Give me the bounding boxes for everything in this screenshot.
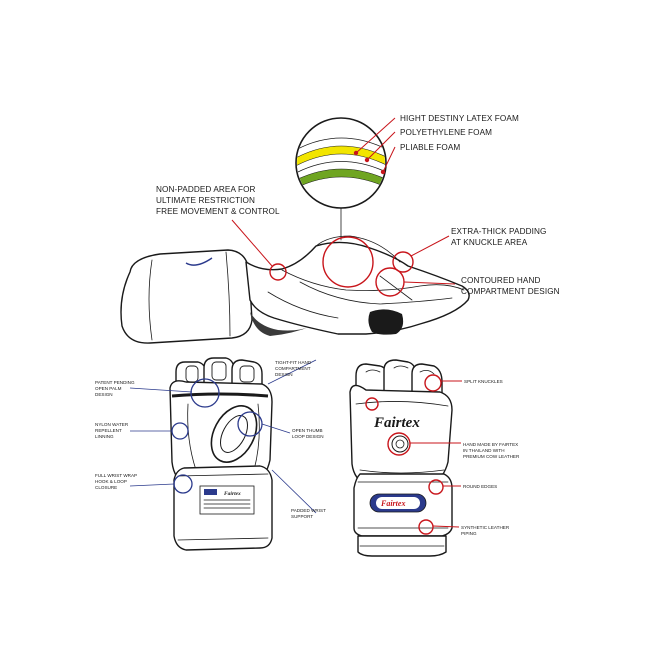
split-knuckles-label: SPLIT KNUCKLES	[464, 379, 503, 384]
wrist-badge-brand: Fairtex	[380, 499, 405, 508]
glove-palm-view: Fairtex	[170, 358, 272, 550]
svg-text:COMPARTMENT DESIGN: COMPARTMENT DESIGN	[461, 287, 560, 296]
svg-text:PIPING: PIPING	[461, 531, 477, 536]
svg-text:CLOSURE: CLOSURE	[95, 485, 117, 490]
svg-text:REPELLENT: REPELLENT	[95, 428, 122, 433]
svg-text:OPEN PALM: OPEN PALM	[95, 386, 122, 391]
handmade-label: HAND MADE BY FAIRTEX IN THAILAND WITH PR…	[463, 442, 520, 459]
svg-text:ULTIMATE RESTRICTION: ULTIMATE RESTRICTION	[156, 196, 255, 205]
svg-text:EXTRA-THICK PADDING: EXTRA-THICK PADDING	[451, 227, 546, 236]
contoured-label: CONTOURED HAND COMPARTMENT DESIGN	[461, 276, 560, 296]
svg-text:NON-PADDED AREA FOR: NON-PADDED AREA FOR	[156, 185, 256, 194]
svg-text:DESIGN: DESIGN	[95, 392, 113, 397]
open-palm-label: PATENT PENDING OPEN PALM DESIGN	[95, 380, 135, 397]
svg-text:FULL WRIST WRAP: FULL WRIST WRAP	[95, 473, 137, 478]
svg-text:HOOK & LOOP: HOOK & LOOP	[95, 479, 127, 484]
svg-text:AT KNUCKLE AREA: AT KNUCKLE AREA	[451, 238, 528, 247]
svg-text:PREMIUM COW LEATHER: PREMIUM COW LEATHER	[463, 454, 520, 459]
svg-text:CONTOURED HAND: CONTOURED HAND	[461, 276, 541, 285]
polyethylene-foam-label: POLYETHYLENE FOAM	[400, 128, 492, 137]
thumb-loop-label: OPEN THUMB LOOP DESIGN	[292, 428, 324, 439]
round-edges-label: ROUND EDGES	[463, 484, 497, 489]
svg-text:DESIGN: DESIGN	[275, 372, 293, 377]
svg-text:PADDED WRIST: PADDED WRIST	[291, 508, 326, 513]
svg-text:FREE MOVEMENT & CONTROL: FREE MOVEMENT & CONTROL	[156, 207, 280, 216]
svg-text:OPEN THUMB: OPEN THUMB	[292, 428, 323, 433]
palm-patch-brand: Fairtex	[224, 491, 241, 497]
hand-opening	[368, 309, 403, 334]
svg-text:HAND MADE BY FAIRTEX: HAND MADE BY FAIRTEX	[463, 442, 518, 447]
svg-text:SYNTHETIC LEATHER: SYNTHETIC LEATHER	[461, 525, 510, 530]
latex-foam-label: HIGHT DESTINY LATEX FOAM	[400, 114, 519, 123]
knuckle-padding-label: EXTRA-THICK PADDING AT KNUCKLE AREA	[451, 227, 546, 247]
svg-text:COMPARTMENT: COMPARTMENT	[275, 366, 311, 371]
wrist-wrap-label: FULL WRIST WRAP HOOK & LOOP CLOSURE	[95, 473, 137, 490]
svg-text:LINNING: LINNING	[95, 434, 114, 439]
piping-label: SYNTHETIC LEATHER PIPING	[461, 525, 510, 536]
svg-text:IN THAILAND WITH: IN THAILAND WITH	[463, 448, 505, 453]
nylon-lining-label: NYLON WATER REPELLENT LINNING	[95, 422, 129, 439]
svg-text:LOOP DESIGN: LOOP DESIGN	[292, 434, 324, 439]
foam-layers-inset	[292, 118, 392, 240]
svg-text:TIGHT-FIT HAND: TIGHT-FIT HAND	[275, 360, 312, 365]
svg-text:SUPPORT: SUPPORT	[291, 514, 313, 519]
back-brand-logo: Fairtex	[373, 415, 420, 431]
svg-text:NYLON WATER: NYLON WATER	[95, 422, 129, 427]
glove-side-view	[121, 236, 469, 343]
non-padded-label: NON-PADDED AREA FOR ULTIMATE RESTRICTION…	[156, 185, 280, 216]
svg-text:PATENT PENDING: PATENT PENDING	[95, 380, 135, 385]
tight-fit-label: TIGHT-FIT HAND COMPARTMENT DESIGN	[275, 360, 312, 377]
pliable-foam-label: PLIABLE FOAM	[400, 143, 460, 152]
padded-wrist-label: PADDED WRIST SUPPORT	[291, 508, 326, 519]
